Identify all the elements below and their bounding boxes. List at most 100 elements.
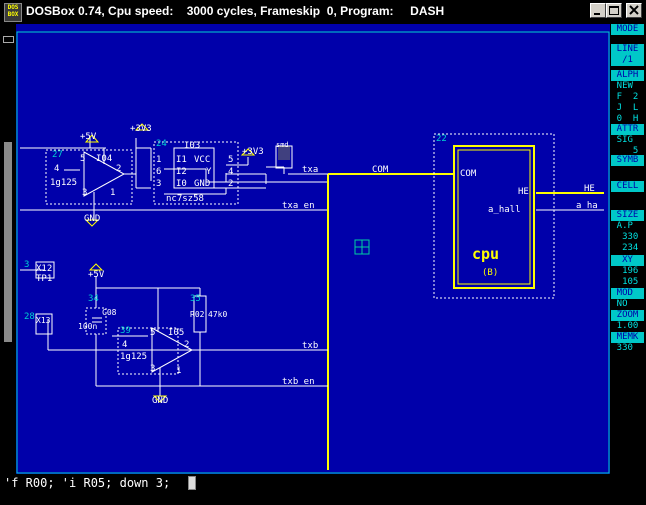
nc-gnd: GND: [194, 179, 211, 189]
nc-pin5: 5: [228, 155, 234, 165]
scroll-marker: [3, 36, 14, 43]
nc-pin3: 3: [156, 179, 162, 189]
panel-item--1[interactable]: /1: [611, 55, 644, 66]
pin-5a: 5: [80, 154, 86, 164]
left-scrollbar[interactable]: [0, 24, 16, 474]
net-com: COM: [372, 165, 389, 175]
panel-item-j-l: J L: [611, 103, 644, 114]
maximize-button[interactable]: [606, 3, 622, 18]
panel-item-330: 330: [611, 343, 644, 354]
panel-item-xy[interactable]: XY: [611, 255, 644, 266]
panel-item-attr[interactable]: ATTR: [611, 124, 644, 135]
icon-text-1: DOS: [7, 4, 19, 11]
ic-i04: I04: [96, 154, 113, 164]
cap-value: 100n: [78, 322, 98, 331]
nc-i0: I0: [176, 179, 187, 189]
part-1g125-a: 1g125: [50, 178, 78, 188]
window-title: DOSBox 0.74, Cpu speed: 3000 cycles, Fra…: [26, 4, 445, 18]
panel-item-symb[interactable]: SYMB: [611, 155, 644, 166]
title-bar[interactable]: DOS BOX DOSBox 0.74, Cpu speed: 3000 cyc…: [0, 0, 646, 24]
part-nc7sz58: nc7sz58: [166, 194, 204, 204]
net-txb-en: txb_en: [282, 377, 315, 387]
conn-x13: X13: [36, 316, 51, 325]
ref-39: 39: [120, 326, 131, 336]
nc-pin1: 1: [156, 155, 162, 165]
panel-item-new: NEW: [611, 81, 644, 92]
cpu-pin-com: COM: [460, 169, 477, 179]
minimize-button[interactable]: [590, 3, 606, 18]
res-r02: R02: [190, 310, 205, 319]
res-value: 47k0: [208, 310, 228, 319]
panel-item-mod[interactable]: MOD: [611, 288, 644, 299]
pin-4a: 4: [54, 164, 60, 174]
command-line[interactable]: 'f R00; 'i R05; down 3;: [0, 474, 646, 505]
ref-34: 34: [88, 294, 99, 304]
panel-item-f-2: F 2: [611, 92, 644, 103]
panel-item-234: 234: [611, 243, 644, 254]
close-icon: [629, 5, 639, 15]
pin-1a: 1: [110, 188, 116, 198]
pin-3b: 3: [150, 364, 156, 374]
cap-c08: C08: [102, 308, 117, 317]
gnd-b: GND: [152, 396, 169, 406]
net-a-ha: a_ha: [576, 201, 598, 211]
command-text: 'f R00; 'i R05; down 3;: [4, 476, 171, 490]
cpu-block-variant: (B): [482, 268, 499, 278]
net-txa-en: txa_en: [282, 201, 315, 211]
panel-item-size[interactable]: SIZE: [611, 210, 644, 221]
panel-item-0-h: 0 H: [611, 114, 644, 125]
supply-3v3-a: +3V3: [130, 124, 152, 134]
text-cursor: [188, 476, 196, 490]
pin-4b: 4: [122, 340, 128, 350]
ref-35: 35: [190, 294, 201, 304]
panel-item-1-00: 1.00: [611, 321, 644, 332]
icon-text-2: BOX: [7, 11, 19, 18]
conn-tp1: TP1: [36, 274, 53, 284]
pin-2a: 2: [116, 164, 122, 174]
pin-1b: 1: [176, 366, 182, 376]
maximize-icon: [609, 6, 619, 15]
nc-pin6: 6: [156, 167, 162, 177]
pin-3a: 3: [82, 188, 88, 198]
panel-item-sig: SIG: [611, 135, 644, 146]
ref-27: 27: [52, 150, 63, 160]
panel-item-zoom[interactable]: ZOOM: [611, 310, 644, 321]
minimize-icon: [594, 13, 600, 15]
ref-28: 28: [24, 312, 35, 322]
panel-item-mode[interactable]: MODE: [611, 24, 644, 35]
panel-item-cell[interactable]: CELL: [611, 181, 644, 192]
supply-3v3-b: +3V3: [242, 147, 264, 157]
pin-5b: 5: [150, 328, 156, 338]
ic-i05: I05: [168, 328, 185, 338]
nc-pin4: 4: [228, 167, 234, 177]
schematic-canvas[interactable]: 27 24 22 34 35 39 3 28 I04 I03 I05 5 4 2…: [16, 24, 610, 474]
part-1g125-b: 1g125: [120, 352, 148, 362]
scrollbar-thumb[interactable]: [4, 142, 12, 342]
ic-i03: I03: [184, 141, 201, 151]
cpu-pin-he: HE: [518, 187, 529, 197]
ref-22: 22: [436, 134, 447, 144]
panel-item-line[interactable]: LINE: [611, 44, 644, 55]
close-button[interactable]: [626, 3, 642, 18]
nc-pin2: 2: [228, 179, 234, 189]
cpu-pin-a-hall: a_hall: [488, 205, 521, 215]
dosbox-app-icon[interactable]: DOS BOX: [4, 3, 22, 22]
panel-item-a-p: A.P: [611, 221, 644, 232]
gnd-a: GND: [84, 214, 101, 224]
net-txb: txb: [302, 341, 319, 351]
ref-24: 24: [156, 139, 167, 149]
panel-item-memk[interactable]: MEMK: [611, 332, 644, 343]
supply-5v-b: +5V: [88, 270, 105, 280]
panel-item-330: 330: [611, 232, 644, 243]
nc-i2: I2: [176, 167, 187, 177]
net-he: HE: [584, 184, 595, 194]
smd-label: smd: [276, 141, 289, 149]
schematic-wires: [16, 31, 610, 474]
pin-2b: 2: [184, 340, 190, 350]
panel-item-alph[interactable]: ALPH: [611, 70, 644, 81]
supply-5v-a: +5V: [80, 132, 97, 142]
panel-item-196: 196: [611, 266, 644, 277]
nc-vcc: VCC: [194, 155, 211, 165]
